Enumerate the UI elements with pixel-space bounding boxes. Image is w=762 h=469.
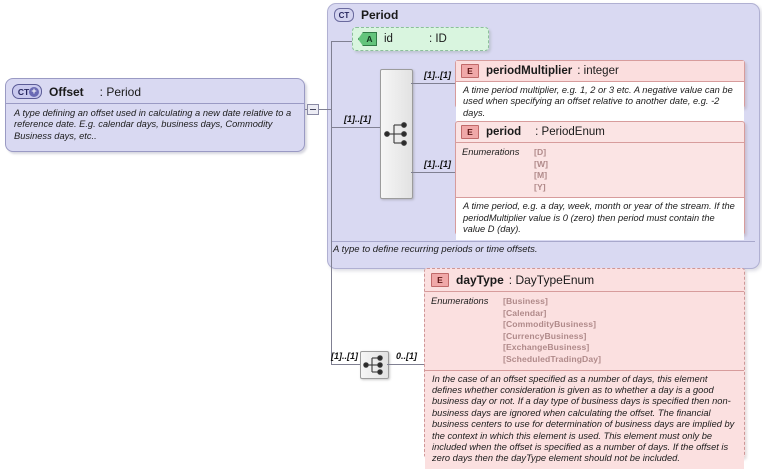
node-period-multiplier[interactable]: E periodMultiplier : integer A time peri… <box>455 60 745 124</box>
divider <box>331 241 755 242</box>
divider <box>456 197 744 199</box>
enumeration-value: [CommodityBusiness] <box>503 319 597 330</box>
node-offset[interactable]: CT + Offset : Period A type defining an … <box>5 78 305 152</box>
connector-line <box>411 172 455 173</box>
node-period-multiplier-header: E periodMultiplier : integer <box>456 61 744 81</box>
node-day-type-documentation: In the case of an offset specified as a … <box>425 370 744 469</box>
sequence-compositor-main[interactable] <box>380 69 413 199</box>
node-offset-type: : Period <box>99 84 142 99</box>
enumeration-value: [D] <box>534 147 547 157</box>
node-offset-header: CT + Offset : Period <box>6 79 304 103</box>
connector-line <box>331 41 352 42</box>
element-icon: E <box>461 125 479 139</box>
cardinality-period-multiplier: [1]..[1] <box>424 70 451 80</box>
divider <box>425 369 744 371</box>
element-icon-text: E <box>467 127 473 137</box>
node-attribute-id-type: : ID <box>428 33 447 45</box>
enumeration-value: [Y] <box>534 181 546 192</box>
node-period-documentation: A type to define recurring periods or ti… <box>333 244 538 255</box>
enumeration-value: [ExchangeBusiness] <box>503 342 590 353</box>
sequence-compositor-daytype[interactable] <box>360 351 389 379</box>
element-icon: E <box>431 273 449 287</box>
divider <box>456 142 744 143</box>
expand-plus-badge[interactable]: + <box>29 86 39 97</box>
enumeration-value: [ScheduledTradingDay] <box>503 353 602 364</box>
node-attribute-id-name: id <box>384 33 393 45</box>
enumerations-values: [D][W][M][Y] <box>534 147 548 193</box>
attribute-icon: A <box>358 32 377 46</box>
element-icon-text: E <box>437 275 443 285</box>
element-icon-text: E <box>467 66 473 76</box>
complex-type-icon: CT <box>334 8 354 22</box>
node-period-multiplier-documentation: A time period multiplier, e.g. 1, 2 or 3… <box>456 82 744 124</box>
enumeration-value: [M] <box>534 170 548 181</box>
enumeration-value: [Business] <box>503 296 548 306</box>
node-attribute-id[interactable]: A id : ID <box>352 27 489 51</box>
node-period-header: CT Period <box>328 4 759 22</box>
connector-line <box>387 364 424 365</box>
node-day-type-type: : DayTypeEnum <box>508 273 595 287</box>
divider <box>6 103 304 104</box>
node-offset-documentation: A type defining an offset used in calcul… <box>14 108 292 141</box>
node-period-element-header: E period : PeriodEnum <box>456 122 744 142</box>
node-period-element-type: : PeriodEnum <box>535 126 605 138</box>
connector-spine <box>331 41 332 364</box>
cardinality-offset-to-period: [1]..[1] <box>344 114 371 124</box>
expand-collapse-toggle[interactable] <box>307 104 319 115</box>
node-attribute-id-header: A id : ID <box>353 28 488 50</box>
node-period-element[interactable]: E period : PeriodEnum Enumerations [D][W… <box>455 121 745 240</box>
node-offset-name: Offset <box>49 84 84 99</box>
sequence-icon <box>384 122 407 146</box>
complex-type-icon-text: CT <box>17 86 30 97</box>
complex-type-expandable-icon[interactable]: CT + <box>12 84 42 99</box>
enumeration-value: [Calendar] <box>503 307 547 318</box>
divider <box>456 81 744 82</box>
enumerations-label: Enumerations <box>462 147 520 157</box>
enumeration-value: [CurrencyBusiness] <box>503 330 587 341</box>
divider <box>425 291 744 292</box>
node-day-type-name: dayType <box>456 273 504 287</box>
cardinality-daytype-right: 0..[1] <box>396 351 418 361</box>
connector-line <box>331 364 360 365</box>
node-period-multiplier-name: periodMultiplier <box>486 65 573 77</box>
connector-line <box>319 109 331 110</box>
node-period-element-name: period <box>486 126 522 138</box>
node-period-element-documentation: A time period, e.g. a day, week, month o… <box>456 198 744 240</box>
enumerations-block: Enumerations [D][W][M][Y] <box>456 143 744 197</box>
element-icon: E <box>461 64 479 78</box>
node-day-type-header: E dayType : DayTypeEnum <box>425 269 744 291</box>
connector-line <box>331 127 380 128</box>
enumerations-label: Enumerations <box>431 296 489 306</box>
attribute-icon-text: A <box>366 34 373 44</box>
node-period-multiplier-type: : integer <box>577 65 619 77</box>
node-period-name: Period <box>361 8 399 22</box>
cardinality-period-enum: [1]..[1] <box>424 159 451 169</box>
enumerations-block: Enumerations [Business][Calendar][Commod… <box>425 292 744 370</box>
complex-type-icon-text: CT <box>338 10 350 20</box>
node-day-type[interactable]: E dayType : DayTypeEnum Enumerations [Bu… <box>424 268 745 469</box>
enumeration-value: [W] <box>534 158 549 169</box>
connector-line <box>411 83 455 84</box>
enumerations-values: [Business][Calendar][CommodityBusiness][… <box>503 296 601 366</box>
cardinality-daytype-left: [1]..[1] <box>331 351 358 361</box>
sequence-icon <box>363 355 383 375</box>
